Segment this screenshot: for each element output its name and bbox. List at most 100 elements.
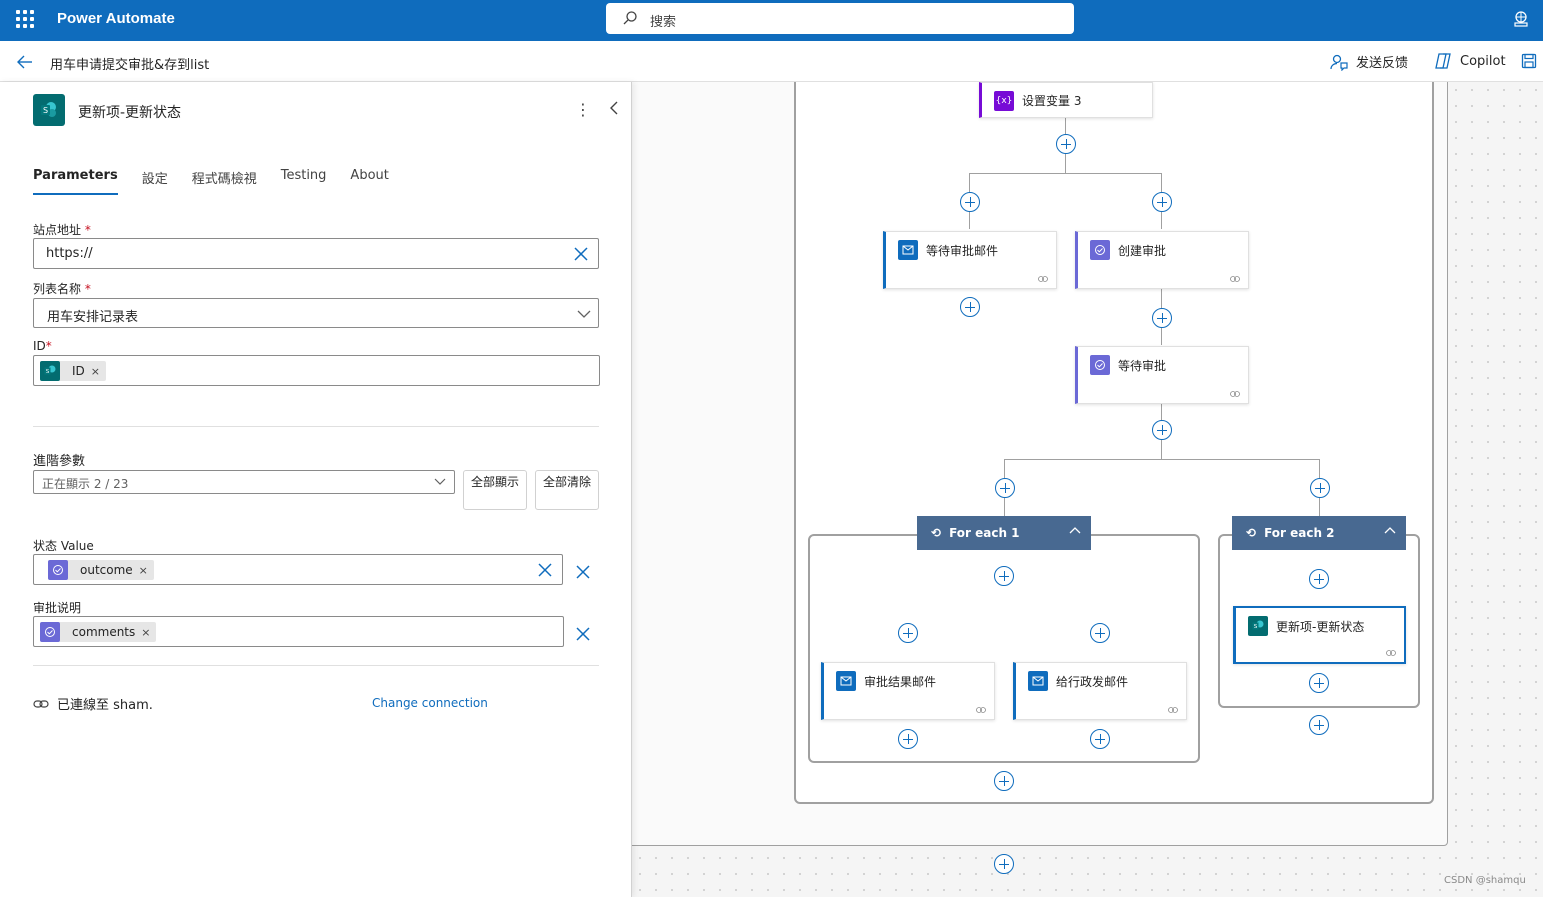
node-create-approval[interactable]: 创建审批 [1075, 231, 1249, 289]
remove-param-icon[interactable] [576, 627, 590, 641]
chevron-up-icon[interactable] [1384, 526, 1396, 534]
status-value-input[interactable]: outcome × [33, 554, 563, 585]
node-result-mail[interactable]: 审批结果邮件 [821, 662, 995, 720]
remove-token-icon[interactable]: × [90, 364, 100, 378]
add-step-button[interactable] [1056, 134, 1076, 154]
id-input[interactable]: S ID × [33, 355, 600, 386]
variable-icon: {x} [994, 91, 1014, 111]
tab-settings[interactable]: 設定 [141, 172, 168, 187]
feedback-icon [1330, 54, 1348, 71]
advanced-params-dropdown[interactable]: 正在顯示 2 / 23 [33, 470, 455, 494]
approvals-icon [1090, 240, 1110, 260]
id-label: ID* [33, 339, 52, 353]
approvals-icon [48, 560, 68, 580]
add-step-button[interactable] [1309, 569, 1329, 589]
status-value-label: 状态 Value [33, 539, 94, 553]
add-step-button[interactable] [1090, 623, 1110, 643]
add-step-button[interactable] [898, 729, 918, 749]
chevron-left-icon[interactable] [607, 100, 621, 116]
app-launcher-icon[interactable] [16, 10, 34, 28]
sharepoint-icon: S [33, 94, 65, 126]
approvals-icon [40, 622, 60, 642]
section-divider [33, 426, 599, 427]
add-step-button[interactable] [995, 478, 1015, 498]
for-each-2-header[interactable]: ⟲ For each 2 [1232, 516, 1406, 550]
remove-token-icon[interactable]: × [141, 625, 151, 639]
tab-parameters[interactable]: Parameters [33, 168, 118, 195]
search-icon [623, 11, 637, 25]
svg-text:S: S [43, 106, 48, 115]
id-token[interactable]: S ID × [40, 361, 106, 381]
link-icon [1386, 650, 1396, 656]
site-address-value: https:// [46, 246, 93, 261]
flow-header: 用车申请提交审批&存到list 发送反馈 Copilot [0, 41, 1543, 82]
tab-code-view[interactable]: 程式碼檢視 [191, 172, 257, 187]
add-step-button[interactable] [960, 192, 980, 212]
change-connection-link[interactable]: Change connection [372, 696, 488, 710]
connection-info: 已連線至 sham. [33, 694, 153, 713]
comments-label: 审批说明 [33, 601, 82, 615]
add-step-button[interactable] [1152, 420, 1172, 440]
outlook-icon [1028, 671, 1048, 691]
add-step-button[interactable] [1310, 478, 1330, 498]
node-admin-mail[interactable]: 给行政发邮件 [1013, 662, 1187, 720]
back-arrow-icon[interactable] [16, 53, 34, 71]
clear-icon[interactable] [574, 247, 588, 261]
advanced-params-label: 進階參數 [33, 454, 86, 469]
remove-param-icon[interactable] [576, 565, 590, 579]
node-wait-approval[interactable]: 等待审批 [1075, 346, 1249, 404]
add-step-button[interactable] [994, 771, 1014, 791]
site-address-input[interactable]: https:// [33, 238, 599, 269]
sharepoint-icon: S [40, 361, 60, 381]
panel-title: 更新项-更新状态 [78, 105, 182, 121]
comments-input[interactable]: comments × [33, 616, 564, 647]
search-box[interactable]: 搜索 [606, 3, 1074, 34]
site-address-label: 站点地址 * [33, 223, 91, 237]
remove-token-icon[interactable]: × [138, 563, 148, 577]
add-step-button[interactable] [1309, 715, 1329, 735]
environment-icon[interactable] [1512, 10, 1530, 28]
flow-title: 用车申请提交审批&存到list [50, 58, 210, 73]
add-step-button[interactable] [1309, 673, 1329, 693]
add-step-button[interactable] [1090, 729, 1110, 749]
panel-tabs: Parameters 設定 程式碼檢視 Testing About [33, 168, 389, 195]
outlook-icon [898, 240, 918, 260]
add-step-button[interactable] [960, 297, 980, 317]
tab-testing[interactable]: Testing [280, 168, 327, 183]
add-step-button[interactable] [994, 566, 1014, 586]
list-name-value: 用车安排记录表 [47, 310, 139, 325]
add-step-button[interactable] [1152, 308, 1172, 328]
clear-all-button[interactable]: 全部清除 [535, 470, 599, 510]
more-options-icon[interactable]: ⋮ [575, 100, 591, 119]
add-step-button[interactable] [994, 854, 1014, 874]
comments-token[interactable]: comments × [40, 622, 157, 642]
tab-about[interactable]: About [350, 168, 389, 183]
feedback-button[interactable]: 发送反馈 [1330, 52, 1408, 71]
outcome-token[interactable]: outcome × [48, 560, 154, 580]
node-set-variable[interactable]: {x} 设置变量 3 [979, 82, 1153, 118]
chevron-up-icon[interactable] [1069, 526, 1081, 534]
clear-icon[interactable] [538, 563, 552, 577]
copilot-button[interactable]: Copilot [1434, 52, 1506, 70]
list-name-dropdown[interactable]: 用车安排记录表 [33, 298, 599, 328]
link-icon [1038, 276, 1048, 282]
loop-icon: ⟲ [1246, 526, 1257, 540]
add-step-button[interactable] [898, 623, 918, 643]
watermark: CSDN @shamqu [1444, 875, 1526, 886]
add-step-button[interactable] [1152, 192, 1172, 212]
link-icon [1168, 707, 1178, 713]
link-icon [1230, 276, 1240, 282]
node-update-item-selected[interactable]: S 更新项-更新状态 [1233, 606, 1406, 664]
copilot-label: Copilot [1460, 53, 1506, 69]
feedback-label: 发送反馈 [1356, 56, 1409, 71]
list-name-label: 列表名称 * [33, 282, 91, 296]
advanced-params-value: 正在顯示 2 / 23 [42, 477, 129, 491]
save-icon[interactable] [1521, 53, 1537, 69]
copilot-icon [1435, 53, 1451, 69]
section-divider [33, 665, 599, 666]
app-name[interactable]: Power Automate [57, 10, 175, 27]
flow-canvas[interactable]: {x} 设置变量 3 等待审批邮件 创建审批 等待审批 ⟲ For each 1… [632, 82, 1543, 897]
node-wait-approval-mail[interactable]: 等待审批邮件 [883, 231, 1057, 289]
show-all-button[interactable]: 全部顯示 [463, 470, 527, 510]
for-each-1-header[interactable]: ⟲ For each 1 [917, 516, 1091, 550]
